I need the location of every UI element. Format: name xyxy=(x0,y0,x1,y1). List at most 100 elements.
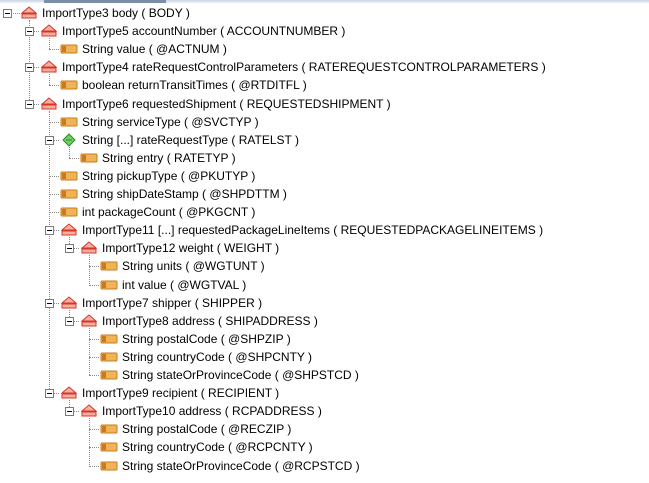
tree-node-label: String shipDateStamp ( @SHPDTTM ) xyxy=(82,187,287,201)
tree-node[interactable]: ImportType7 shipper ( SHIPPER ) xyxy=(60,294,262,312)
tree-connector xyxy=(69,411,79,413)
tree-connector xyxy=(69,320,79,322)
tree-node[interactable]: String serviceType ( @SVCTYP ) xyxy=(60,113,259,131)
tree-node[interactable]: int value ( @WGTVAL ) xyxy=(100,276,246,294)
tree-node-label: ImportType6 requestedShipment ( REQUESTE… xyxy=(62,96,391,111)
tree-connector xyxy=(89,447,99,449)
tree-connector xyxy=(69,248,79,250)
tree-connector xyxy=(49,230,59,232)
tree-node[interactable]: String stateOrProvinceCode ( @SHPSTCD ) xyxy=(100,366,359,384)
tree-connector xyxy=(49,302,59,304)
tree-node[interactable]: String postalCode ( @RECZIP ) xyxy=(100,420,291,438)
tree-node[interactable]: String countryCode ( @SHPCNTY ) xyxy=(100,348,312,366)
tree-connector xyxy=(69,400,70,412)
field-icon xyxy=(60,187,78,201)
collapse-toggle-icon[interactable] xyxy=(45,298,54,308)
field-icon xyxy=(60,115,78,129)
tree-connector xyxy=(49,49,59,51)
collapse-toggle-icon[interactable] xyxy=(65,244,74,254)
tree-node-label: String units ( @WGTUNT ) xyxy=(122,259,265,274)
tree-node-label: boolean returnTransitTimes ( @RTDITFL ) xyxy=(82,78,307,93)
tree-node[interactable]: boolean returnTransitTimes ( @RTDITFL ) xyxy=(60,76,307,94)
tree-node-label: ImportType9 recipient ( RECIPIENT ) xyxy=(82,386,280,401)
tree-node-label: ImportType8 address ( SHIPADDRESS ) xyxy=(102,313,318,328)
collapse-toggle-icon[interactable] xyxy=(3,9,12,18)
tree-node[interactable]: String [...] rateRequestType ( RATELST ) xyxy=(60,131,299,149)
complex-type-icon xyxy=(80,241,98,255)
tree-connector xyxy=(89,338,99,340)
tree-node-label: ImportType11 [...] requestedPackageLineI… xyxy=(82,223,544,238)
tree-node-label: String stateOrProvinceCode ( @RCPSTCD ) xyxy=(122,458,360,473)
tree-node[interactable]: String shipDateStamp ( @SHPDTTM ) xyxy=(60,185,287,203)
tree-node[interactable]: String pickupType ( @PKUTYP ) xyxy=(60,167,255,185)
collapse-toggle-icon[interactable] xyxy=(45,226,54,236)
tree-node[interactable]: ImportType6 requestedShipment ( REQUESTE… xyxy=(40,95,391,113)
field-icon xyxy=(100,350,118,364)
tree-connector xyxy=(89,375,99,376)
tree-node[interactable]: String postalCode ( @SHPZIP ) xyxy=(100,330,291,348)
tree-node-label: ImportType5 accountNumber ( ACCOUNTNUMBE… xyxy=(62,24,346,39)
tree-node[interactable]: ImportType12 weight ( WEIGHT ) xyxy=(80,239,279,257)
list-type-icon xyxy=(60,132,78,147)
field-icon xyxy=(60,205,78,219)
tree-connector xyxy=(69,146,70,158)
tree-connector xyxy=(89,356,99,358)
field-icon xyxy=(100,440,118,454)
tree-connector xyxy=(49,110,50,394)
collapse-toggle-icon[interactable] xyxy=(25,27,34,37)
field-icon xyxy=(60,78,78,92)
tree-node[interactable]: ImportType3 body ( BODY ) xyxy=(20,4,190,22)
collapse-toggle-icon[interactable] xyxy=(65,316,74,326)
tree-connector xyxy=(29,67,39,69)
collapse-toggle-icon[interactable] xyxy=(65,407,74,417)
tree-node-label: String serviceType ( @SVCTYP ) xyxy=(82,114,259,129)
tree-node-label: ImportType7 shipper ( SHIPPER ) xyxy=(82,295,263,310)
tree-node[interactable]: String units ( @WGTUNT ) xyxy=(100,257,265,275)
field-icon xyxy=(100,422,118,436)
tree-node[interactable]: int packageCount ( @PKGCNT ) xyxy=(60,203,255,221)
tree-node-label: int packageCount ( @PKGCNT ) xyxy=(82,205,256,220)
tree-connector xyxy=(89,255,90,285)
tree-connector xyxy=(89,429,99,431)
tree-connector xyxy=(29,31,39,33)
header-selection xyxy=(44,0,166,3)
tree-node-label: String value ( @ACTNUM ) xyxy=(82,42,227,57)
tree-connector xyxy=(49,139,59,141)
complex-type-icon xyxy=(80,404,98,418)
tree-node-label: int value ( @WGTVAL ) xyxy=(122,277,247,292)
tree-node[interactable]: ImportType9 recipient ( RECIPIENT ) xyxy=(60,384,279,402)
tree-node[interactable]: ImportType4 rateRequestControlParameters… xyxy=(40,58,546,76)
field-icon xyxy=(100,459,118,473)
tree-connector xyxy=(49,212,59,214)
tree-connector xyxy=(89,465,99,467)
tree-node[interactable]: ImportType8 address ( SHIPADDRESS ) xyxy=(80,312,318,330)
tree-node[interactable]: ImportType5 accountNumber ( ACCOUNTNUMBE… xyxy=(40,22,345,40)
tree-connector xyxy=(49,85,59,87)
tree-node-label: ImportType10 address ( RCPADDRESS ) xyxy=(102,404,322,419)
tree-connector xyxy=(89,284,99,286)
tree-node-label: String entry ( RATETYP ) xyxy=(102,150,236,165)
tree-node[interactable]: String entry ( RATETYP ) xyxy=(80,149,236,167)
tree-node[interactable]: String stateOrProvinceCode ( @RCPSTCD ) xyxy=(100,457,360,475)
tree-connector xyxy=(69,237,70,249)
complex-type-icon xyxy=(60,223,78,237)
tree-node-label: String stateOrProvinceCode ( @SHPSTCD ) xyxy=(122,368,359,382)
complex-type-icon xyxy=(40,24,58,38)
tree-node-label: ImportType4 rateRequestControlParameters… xyxy=(62,60,546,75)
collapse-toggle-icon[interactable] xyxy=(25,99,34,109)
top-header-strip xyxy=(0,0,649,3)
field-icon xyxy=(100,368,118,382)
field-icon xyxy=(100,332,118,346)
tree-node[interactable]: ImportType10 address ( RCPADDRESS ) xyxy=(80,402,322,420)
tree-node-label: String pickupType ( @PKUTYP ) xyxy=(82,168,256,183)
collapse-toggle-icon[interactable] xyxy=(45,389,54,399)
tree-node-label: String postalCode ( @RECZIP ) xyxy=(122,422,292,437)
tree-node[interactable]: String value ( @ACTNUM ) xyxy=(60,40,227,58)
tree-node[interactable]: ImportType11 [...] requestedPackageLineI… xyxy=(60,221,543,239)
tree-node[interactable]: String countryCode ( @RCPCNTY ) xyxy=(100,438,313,456)
collapse-toggle-icon[interactable] xyxy=(25,63,34,73)
collapse-toggle-icon[interactable] xyxy=(45,135,54,145)
field-icon xyxy=(80,151,98,165)
tree-connector xyxy=(89,327,90,375)
